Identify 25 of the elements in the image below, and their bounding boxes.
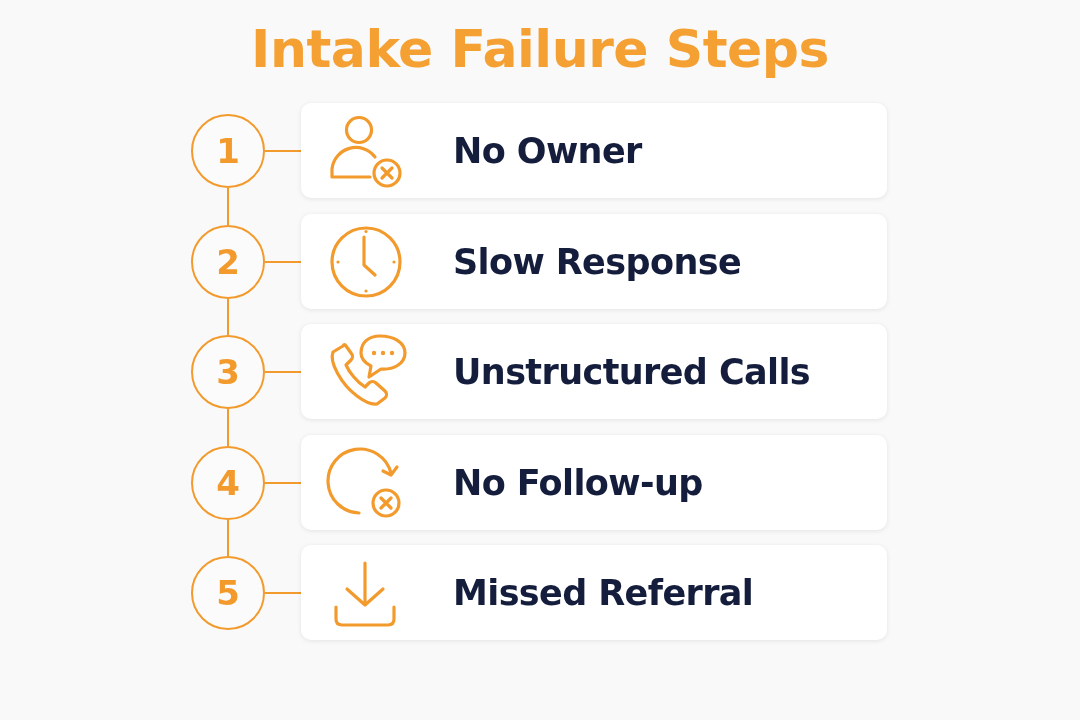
step-card [301, 435, 887, 530]
connector-line [264, 482, 302, 484]
step-number: 3 [216, 352, 240, 392]
step-number: 2 [216, 242, 240, 282]
step-card [301, 324, 887, 419]
connector-line [227, 519, 229, 557]
connector-line [227, 298, 229, 336]
step-number: 4 [216, 463, 240, 503]
step-card [301, 214, 887, 309]
connector-line [264, 371, 302, 373]
connector-line [264, 261, 302, 263]
connector-line [264, 592, 302, 594]
step-title: Missed Referral [453, 571, 754, 615]
diagram-title: Intake Failure Steps [251, 18, 829, 81]
step-number: 1 [216, 131, 240, 171]
step-card [301, 103, 887, 198]
step-card [301, 545, 887, 640]
step-number: 5 [216, 573, 240, 613]
connector-line [264, 150, 302, 152]
connector-line [227, 187, 229, 226]
step-title: No Follow-up [453, 461, 703, 505]
connector-line [227, 408, 229, 447]
step-title: Unstructured Calls [453, 350, 811, 394]
step-title: Slow Response [453, 240, 742, 284]
step-title: No Owner [453, 129, 642, 173]
